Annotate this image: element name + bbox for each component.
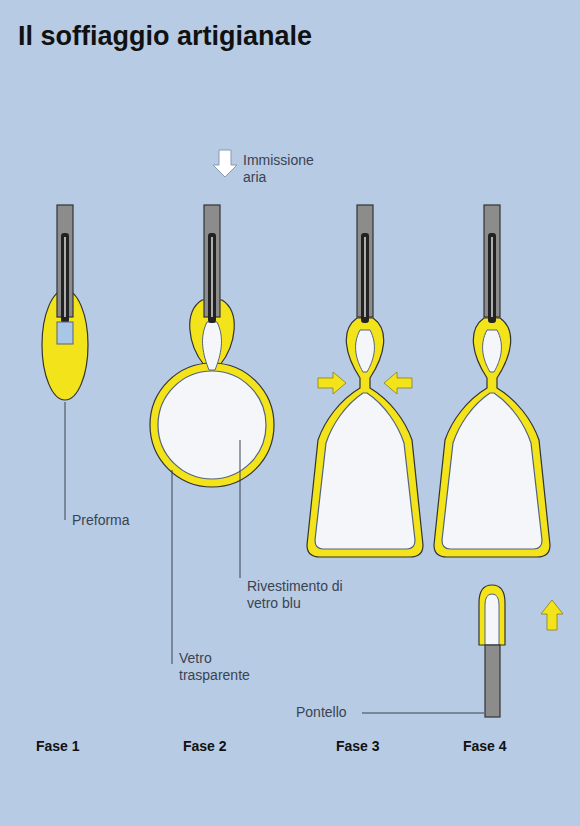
- diagram-title: Il soffiaggio artigianale: [18, 20, 312, 52]
- phase-3-figure: [307, 205, 423, 557]
- phase-label: Fase 1: [36, 738, 80, 755]
- pontil-label: Pontello: [296, 704, 358, 721]
- preform-label: Preforma: [72, 512, 162, 529]
- blue-coating-label: Rivestimento di vetro blu: [247, 578, 357, 612]
- clear-glass-label: Vetro trasparente: [179, 650, 269, 684]
- phase-4-figure: [362, 205, 563, 717]
- air-inlet-label: Immissione aria: [243, 152, 333, 186]
- phase-1-figure: [42, 205, 88, 520]
- phase-label: Fase 4: [463, 738, 507, 755]
- phase-label: Fase 3: [336, 738, 380, 755]
- phase-label: Fase 2: [183, 738, 227, 755]
